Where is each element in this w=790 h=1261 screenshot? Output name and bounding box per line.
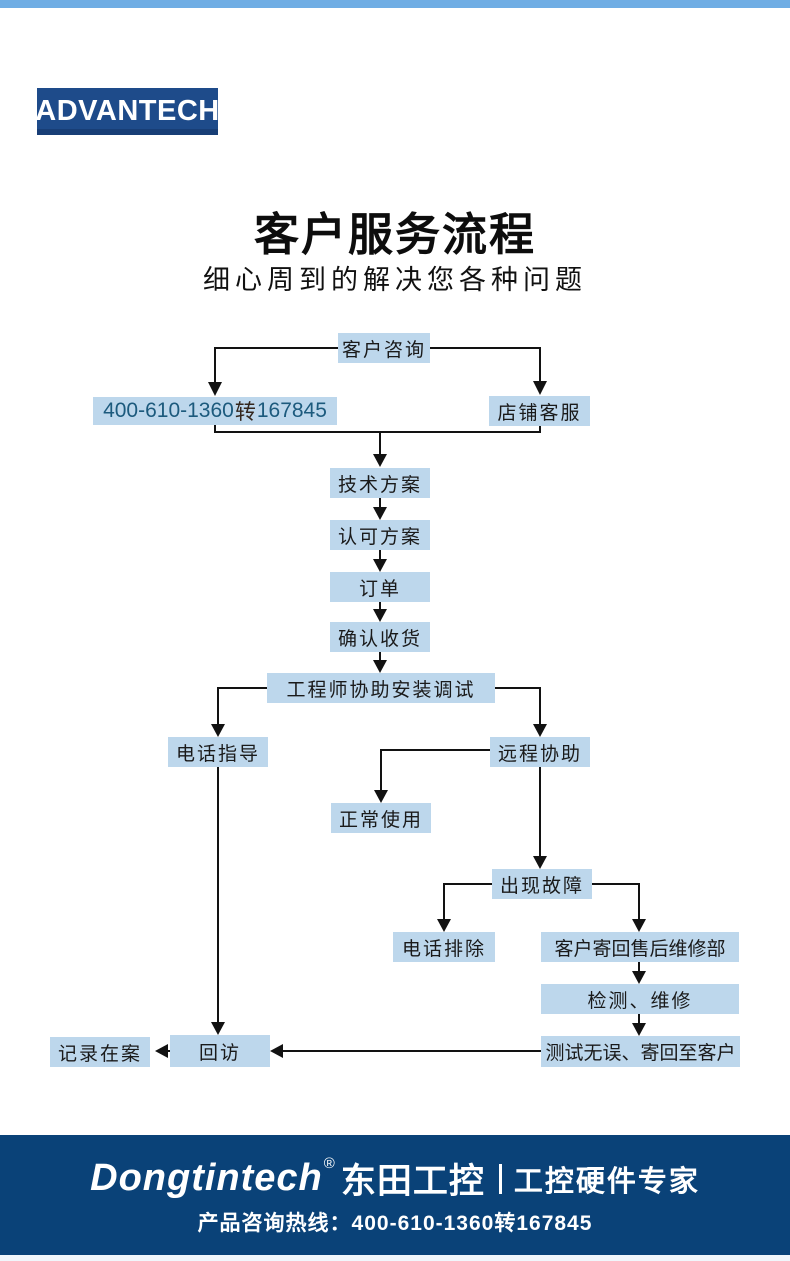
page-title: 客户服务流程 <box>253 209 536 260</box>
footer-brand-row: Dongtintech ® 东田工控 工控硬件专家 <box>0 1153 790 1204</box>
brand-divider <box>498 1163 502 1194</box>
flow-node-approve-plan: 认可方案 <box>330 520 430 550</box>
flow-node-record-filed: 记录在案 <box>50 1037 150 1067</box>
flow-node-return-to-service: 客户寄回售后维修部 <box>541 932 739 962</box>
hotline-ext: 167845 <box>256 399 327 422</box>
flow-node-shop-service: 店铺客服 <box>489 396 590 426</box>
dongtintech-logo-cn: 东田工控 <box>340 1162 485 1201</box>
flow-node-normal-use: 正常使用 <box>331 803 431 833</box>
flow-node-fault-occurs: 出现故障 <box>492 869 592 899</box>
flow-node-test-return: 测试无误、寄回至客户 <box>541 1036 740 1067</box>
hotline-zhuan: 转 <box>234 401 256 424</box>
flow-node-phone-guidance: 电话指导 <box>168 737 268 767</box>
footer-hotline: 产品咨询热线：400-610-1360转167845 <box>197 1212 593 1235</box>
hotline-prefix: 400-610-1360 <box>103 399 234 422</box>
flow-node-order: 订单 <box>330 572 430 602</box>
flow-node-follow-up: 回访 <box>170 1035 270 1067</box>
top-accent-bar <box>0 0 790 8</box>
flow-node-confirm-receipt: 确认收货 <box>330 622 430 652</box>
flow-node-remote-assist: 远程协助 <box>490 737 590 767</box>
page-subtitle: 细心周到的解决您各种问题 <box>203 265 587 295</box>
bottom-accent-strip <box>0 1255 790 1261</box>
flow-node-phone-troubleshoot: 电话排除 <box>393 932 495 962</box>
registered-trademark-icon: ® <box>323 1155 335 1172</box>
footer-banner: Dongtintech ® 东田工控 工控硬件专家 产品咨询热线：400-610… <box>0 1135 790 1255</box>
flow-node-customer-inquiry: 客户咨询 <box>338 333 430 363</box>
advantech-logo: ADVANTECH <box>35 88 220 135</box>
dongtintech-logo-en: Dongtintech <box>90 1157 323 1199</box>
flow-node-tech-plan: 技术方案 <box>330 468 430 498</box>
flow-node-engineer-install: 工程师协助安装调试 <box>267 673 495 703</box>
brand-tagline: 工控硬件专家 <box>513 1165 700 1198</box>
flow-node-inspect-repair: 检测、维修 <box>541 984 739 1014</box>
advantech-logo-text: ADVANTECH <box>35 95 220 127</box>
